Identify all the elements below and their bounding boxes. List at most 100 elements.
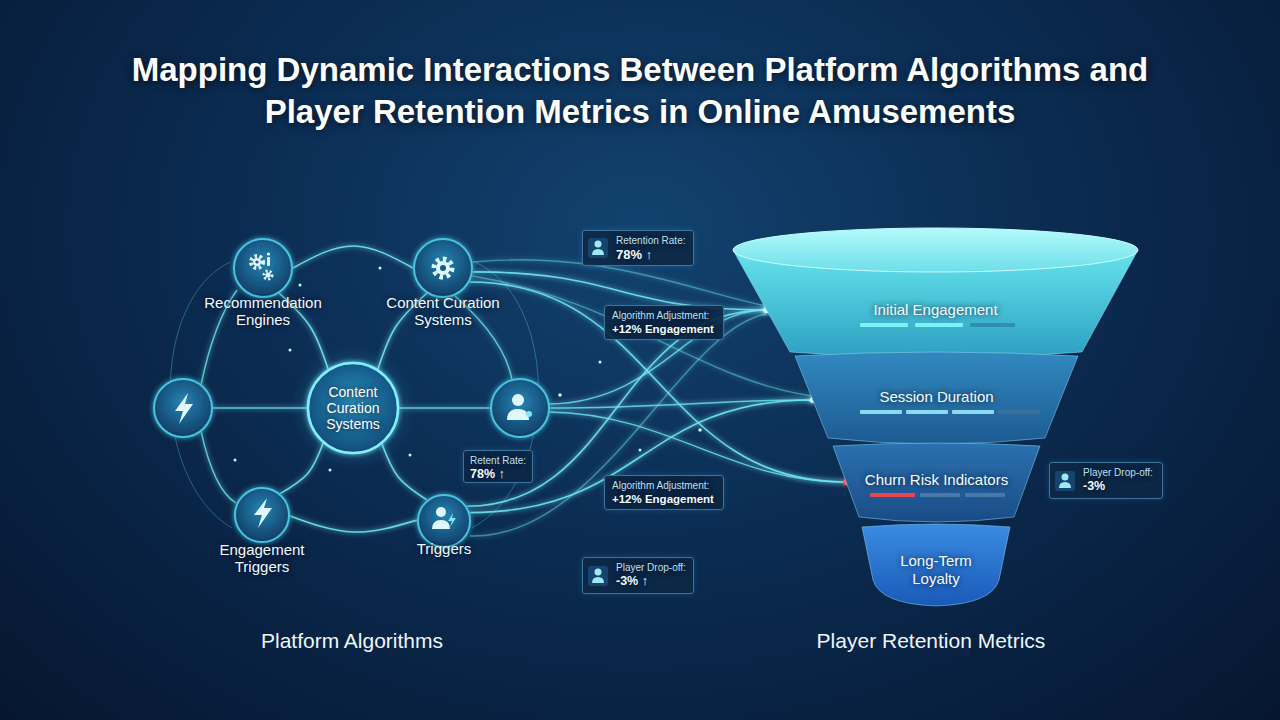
player-badge [526,411,532,417]
progress-bars [860,323,1040,497]
progress-bar [970,323,1015,327]
sparkle [289,349,292,352]
algorithm-node: Engagement Triggers [234,487,290,543]
flow-wire [473,260,766,306]
gear-hole [440,265,446,271]
progress-bar [860,410,902,414]
sparkle [379,267,382,270]
player-head [436,507,446,517]
connector [280,443,323,494]
connector [290,516,417,532]
metric-callout: Algorithm Adjustment:+12% Engagement [604,475,724,510]
network-wire [399,407,491,408]
callout-heading: Player Drop-off: [1083,467,1162,479]
metric-callout: Algorithm Adjustment:+12% Engagement [604,305,724,340]
callout-heading: Algorithm Adjustment: [612,480,723,492]
funnel-stage: Initial Engagement [733,228,1138,358]
gear-icon [434,259,452,277]
progress-bar [870,493,915,497]
icon-tile [1055,471,1075,491]
callout-heading: Algorithm Adjustment: [612,310,723,322]
node-circle [418,495,470,547]
callout-value: 78% ↑ [616,247,693,262]
hub-node: Content Curation Systems [307,362,399,454]
callout-icon [588,566,608,586]
sparkle [234,459,237,462]
node-label: Triggers [379,540,509,557]
gear-body [436,261,450,275]
progress-bar [952,410,994,414]
info-dot [267,252,270,255]
sparkle [558,393,562,397]
flow-wire [549,412,845,482]
stage-outline [733,228,1138,358]
funnel-stage: Long-Term Loyalty [862,524,1010,608]
node-circle [235,488,289,542]
callout-value: 78% ↑ [470,467,532,482]
sparkle [409,454,412,457]
stage-label: Long-Term Loyalty [881,552,991,588]
funnel-band [833,443,1040,522]
callout-icon [1055,471,1075,491]
network-wire [201,431,236,503]
callout-value: +12% Engagement [612,492,723,507]
callout-heading: Retention Rate: [616,235,693,247]
flow-wire [549,400,812,408]
section-label: Platform Algorithms [142,628,562,654]
callout-heading: Retent Rate: [470,455,532,467]
node-circle [308,363,398,453]
stage-label: Churn Risk Indicators [842,471,1032,489]
person-head [1062,474,1069,481]
metric-callout: Player Drop-off:-3% ↑ [582,557,694,594]
node-outline [413,238,473,298]
person-body [592,249,604,255]
node-label: Content Curation Systems [307,362,399,454]
section-label: Player Retention Metrics [721,628,1141,654]
hub-halo [291,346,415,470]
player-body [432,520,450,529]
algorithm-node: Content Curation Systems [413,238,473,298]
node-label: Content Curation Systems [378,294,508,328]
funnel-rim [733,228,1138,272]
icon-tile [588,566,608,586]
funnel-band [795,352,1078,444]
player-head [512,394,524,406]
algorithm-node: Triggers [417,494,471,548]
progress-bar [860,323,908,327]
person-body [592,577,604,583]
icon-tile [588,238,608,258]
player-circle [491,379,549,437]
connector [293,246,413,268]
person-body [1059,482,1071,488]
funnel-band [862,524,1010,606]
trigger-player-icon [432,507,456,529]
gear-body [253,258,261,266]
progress-bar [915,323,963,327]
algorithm-node: Recommendation Engines [233,238,293,298]
player-icon [507,394,532,420]
callout-icon [588,238,608,258]
callout-value: -3% [1083,479,1162,494]
funnel-stage: Session Duration [795,352,1078,444]
person-head [595,241,602,248]
metric-callout: Retent Rate:78% ↑ [463,450,533,483]
node-outline [234,487,290,543]
network-wire [212,407,307,408]
diagram-title: Mapping Dynamic Interactions Between Pla… [110,49,1170,133]
gear-teeth [251,256,263,268]
gear-teeth [264,271,272,279]
sparkle [639,449,642,452]
connector [470,400,813,513]
node-circle [414,239,472,297]
lightning-icon [175,393,193,424]
lightning-badge [448,513,456,527]
lightning-icon [254,498,272,528]
player-body [507,409,529,420]
node-label: Engagement Triggers [197,541,327,575]
sparkle [329,469,332,472]
flow-wire [470,314,766,536]
sparkle [698,428,702,432]
metric-callout: Player Drop-off:-3% [1049,462,1163,499]
callout-value: -3% ↑ [616,574,693,589]
